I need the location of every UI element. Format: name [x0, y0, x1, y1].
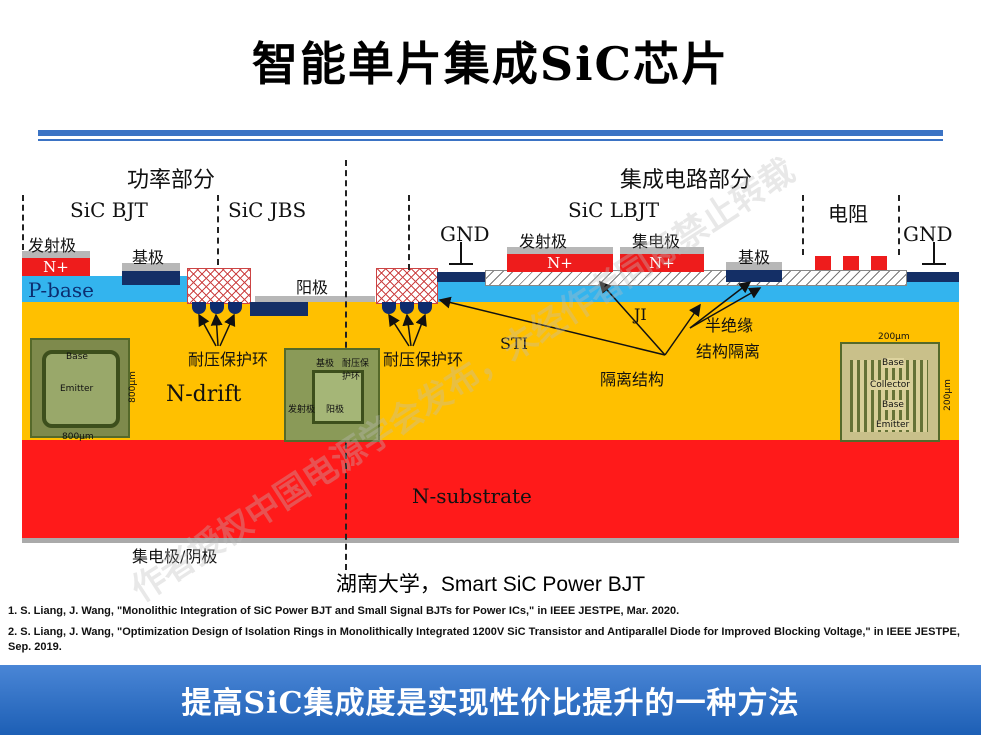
guard-ring [382, 302, 396, 314]
lbjt-base-bottom: Base [882, 400, 904, 410]
reference-list: 1. S. Liang, J. Wang, "Monolithic Integr… [8, 604, 973, 661]
resistor-segment [815, 256, 831, 270]
title-rule-thin [38, 139, 943, 141]
semi-insulating-region [485, 270, 907, 286]
structural-isolation-label: 结构隔离 [696, 342, 761, 361]
bjt-micrograph: Base Emitter [30, 338, 130, 438]
slide-title: 智能单片集成SiC芯片 [251, 37, 730, 91]
jbs-anode-text: 阳极 [326, 405, 345, 415]
n-substrate-layer [22, 440, 959, 540]
semi-insulating-label: 半绝缘 [705, 316, 754, 335]
base-left-label: 基极 [132, 248, 165, 267]
gnd-right-label: GND [903, 222, 953, 246]
ic-section-label: 集成电路部分 [620, 168, 753, 193]
bottom-electrode-layer [22, 538, 959, 543]
gnd-pad-left [437, 272, 485, 282]
sic-bjt-label: SiC BJT [70, 198, 148, 222]
divider-lbjt-resistor [802, 195, 804, 255]
bjt-chip-outline [42, 350, 120, 428]
divider-bjt-left [22, 195, 24, 250]
nplus-region-1: N+ [22, 258, 90, 276]
nplus-region-2: N+ [507, 254, 613, 272]
base-contact-left [122, 263, 180, 271]
lbjt-base-top: Base [882, 358, 904, 368]
jbs-micrograph: 基极 耐压保护环 发射极 阳极 [284, 348, 380, 442]
sic-lbjt-label: SiC LBJT [568, 198, 660, 222]
lbjt-dim-top: 200μm [878, 332, 910, 342]
n-drift-label: N-drift [166, 382, 242, 407]
anode-label: 阳极 [296, 278, 329, 297]
guard-ring-region-left [187, 268, 251, 304]
bjt-dim-v: 800μm [127, 371, 138, 403]
emitter-contact-left [22, 251, 90, 259]
device-cross-section: N+ N+ N+ [0, 150, 981, 610]
bjt-emitter-text: Emitter [60, 384, 94, 394]
anode-contact [255, 296, 375, 302]
title-rule [38, 130, 943, 136]
guard-ring [400, 302, 414, 314]
base-pad-right [726, 270, 782, 282]
guard-ring-left-label: 耐压保护环 [188, 350, 269, 369]
n-substrate-label: N-substrate [412, 484, 532, 508]
sic-jbs-label: SiC JBS [228, 198, 307, 222]
gnd-left-label: GND [440, 222, 490, 246]
guard-ring [210, 302, 224, 314]
emitter-right-label: 发射极 [519, 232, 568, 251]
bottom-electrode-label: 集电极/阴极 [132, 547, 218, 566]
power-section-label: 功率部分 [127, 168, 216, 193]
annotation-arrows [198, 280, 762, 356]
jbs-chip-outline [312, 370, 364, 424]
sti-label: STI [500, 334, 528, 353]
base-right-label: 基极 [738, 248, 771, 267]
gnd-symbol-icon [449, 242, 473, 265]
collector-label: 集电极 [632, 232, 681, 251]
isolation-structure-label: 隔离结构 [600, 370, 665, 389]
bjt-dim-h: 800μm [62, 432, 94, 442]
guard-ring [418, 302, 432, 314]
nplus-region-3: N+ [620, 254, 704, 272]
divider-bjt-jbs [217, 195, 219, 265]
reference-1: 1. S. Liang, J. Wang, "Monolithic Integr… [8, 605, 680, 617]
gnd-pad-right [907, 272, 959, 282]
slide-caption: 湖南大学，Smart SiC Power BJT [335, 573, 646, 596]
jbs-emitter-text: 发射极 [288, 405, 316, 415]
base-pad-left [122, 271, 180, 285]
n-drift-layer [22, 302, 959, 440]
divider-resistor-gnd [898, 195, 900, 255]
collector-contact [620, 247, 704, 255]
guard-ring-right-label: 耐压保护环 [383, 350, 464, 369]
reference-2: 2. S. Liang, J. Wang, "Optimization Desi… [8, 626, 960, 653]
gnd-symbol-icon [922, 242, 946, 265]
bottom-banner-text: 提高SiC集成度是实现性价比提升的一种方法 [181, 686, 800, 721]
lbjt-collector: Collector [870, 380, 911, 390]
anode-pad [250, 302, 308, 316]
resistor-segment [871, 256, 887, 270]
resistor-label: 电阻 [828, 202, 868, 226]
p-base-label: P-base [28, 278, 94, 302]
divider-ic-left [408, 195, 410, 270]
guard-ring [228, 302, 242, 314]
lbjt-dim-v: 200μm [942, 379, 953, 411]
bottom-banner: 提高SiC集成度是实现性价比提升的一种方法 [0, 665, 981, 735]
lbjt-emitter: Emitter [876, 420, 910, 430]
lbjt-micrograph: Base Collector Base Emitter [840, 342, 940, 442]
emitter-contact-right [507, 247, 613, 255]
ji-label: JI [634, 305, 647, 324]
bjt-base-text: Base [66, 352, 88, 362]
jbs-ring-text: 耐压保护环 [342, 359, 370, 382]
jbs-base-text: 基极 [316, 359, 335, 369]
resistor-segment [843, 256, 859, 270]
guard-ring [192, 302, 206, 314]
base-contact-right [726, 262, 782, 270]
emitter-left-label: 发射极 [28, 236, 77, 255]
